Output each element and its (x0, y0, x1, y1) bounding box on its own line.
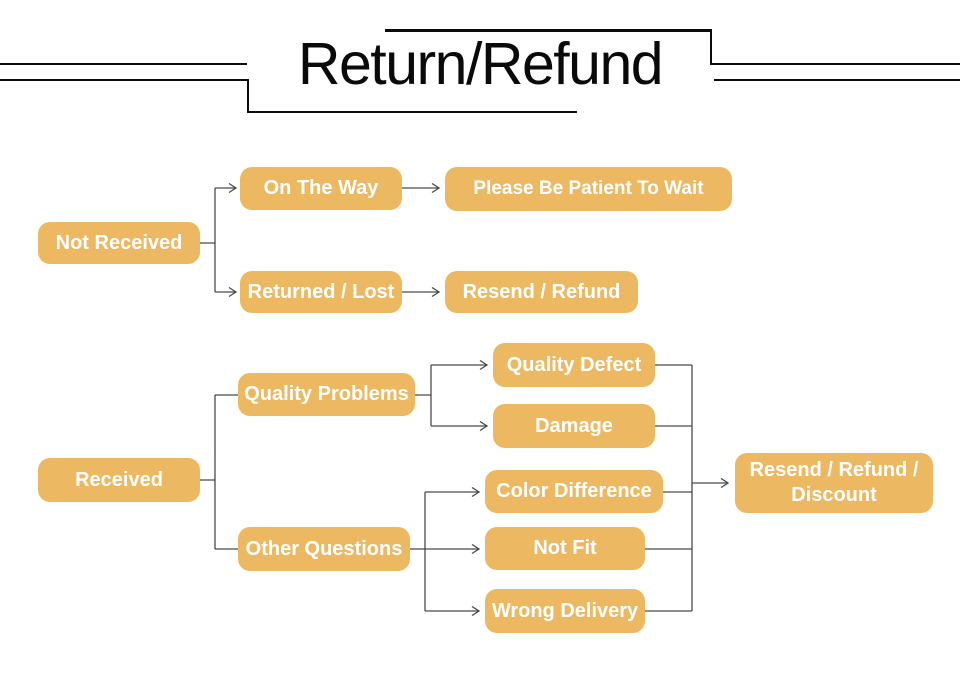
node-received: Received (38, 458, 200, 502)
title-ornament-top-vertical (710, 29, 712, 65)
node-on-the-way: On The Way (240, 167, 402, 210)
node-returned-lost: Returned / Lost (240, 271, 402, 313)
node-resend-refund: Resend / Refund (445, 271, 638, 313)
node-please-be-patient: Please Be Patient To Wait (445, 167, 732, 211)
edge-received-trunk (200, 395, 216, 549)
edge-other-questions-bracket (410, 492, 426, 611)
node-quality-problems: Quality Problems (238, 373, 415, 416)
node-resend-refund-discount: Resend / Refund / Discount (735, 453, 933, 513)
edge-quality-problems-bracket (415, 365, 432, 426)
title-ornament-bottom-line (247, 111, 577, 113)
node-other-questions: Other Questions (238, 527, 410, 571)
node-not-fit: Not Fit (485, 527, 645, 570)
title-ornament-right-line-2 (714, 79, 960, 81)
page-title: Return/Refund (297, 31, 664, 97)
node-color-difference: Color Difference (485, 470, 663, 513)
title-ornament-left-line-1 (0, 63, 247, 65)
node-quality-defect: Quality Defect (493, 343, 655, 387)
node-wrong-delivery: Wrong Delivery (485, 589, 645, 633)
title-ornament-right-line-1 (712, 63, 960, 65)
node-damage: Damage (493, 404, 655, 448)
edge-not-received-trunk (200, 188, 216, 292)
title-ornament-top-line (385, 29, 712, 32)
title-ornament-left-line-2 (0, 79, 249, 81)
title-ornament-left-vertical (247, 79, 249, 113)
node-not-received: Not Received (38, 222, 200, 264)
edge-collector (645, 364, 693, 612)
